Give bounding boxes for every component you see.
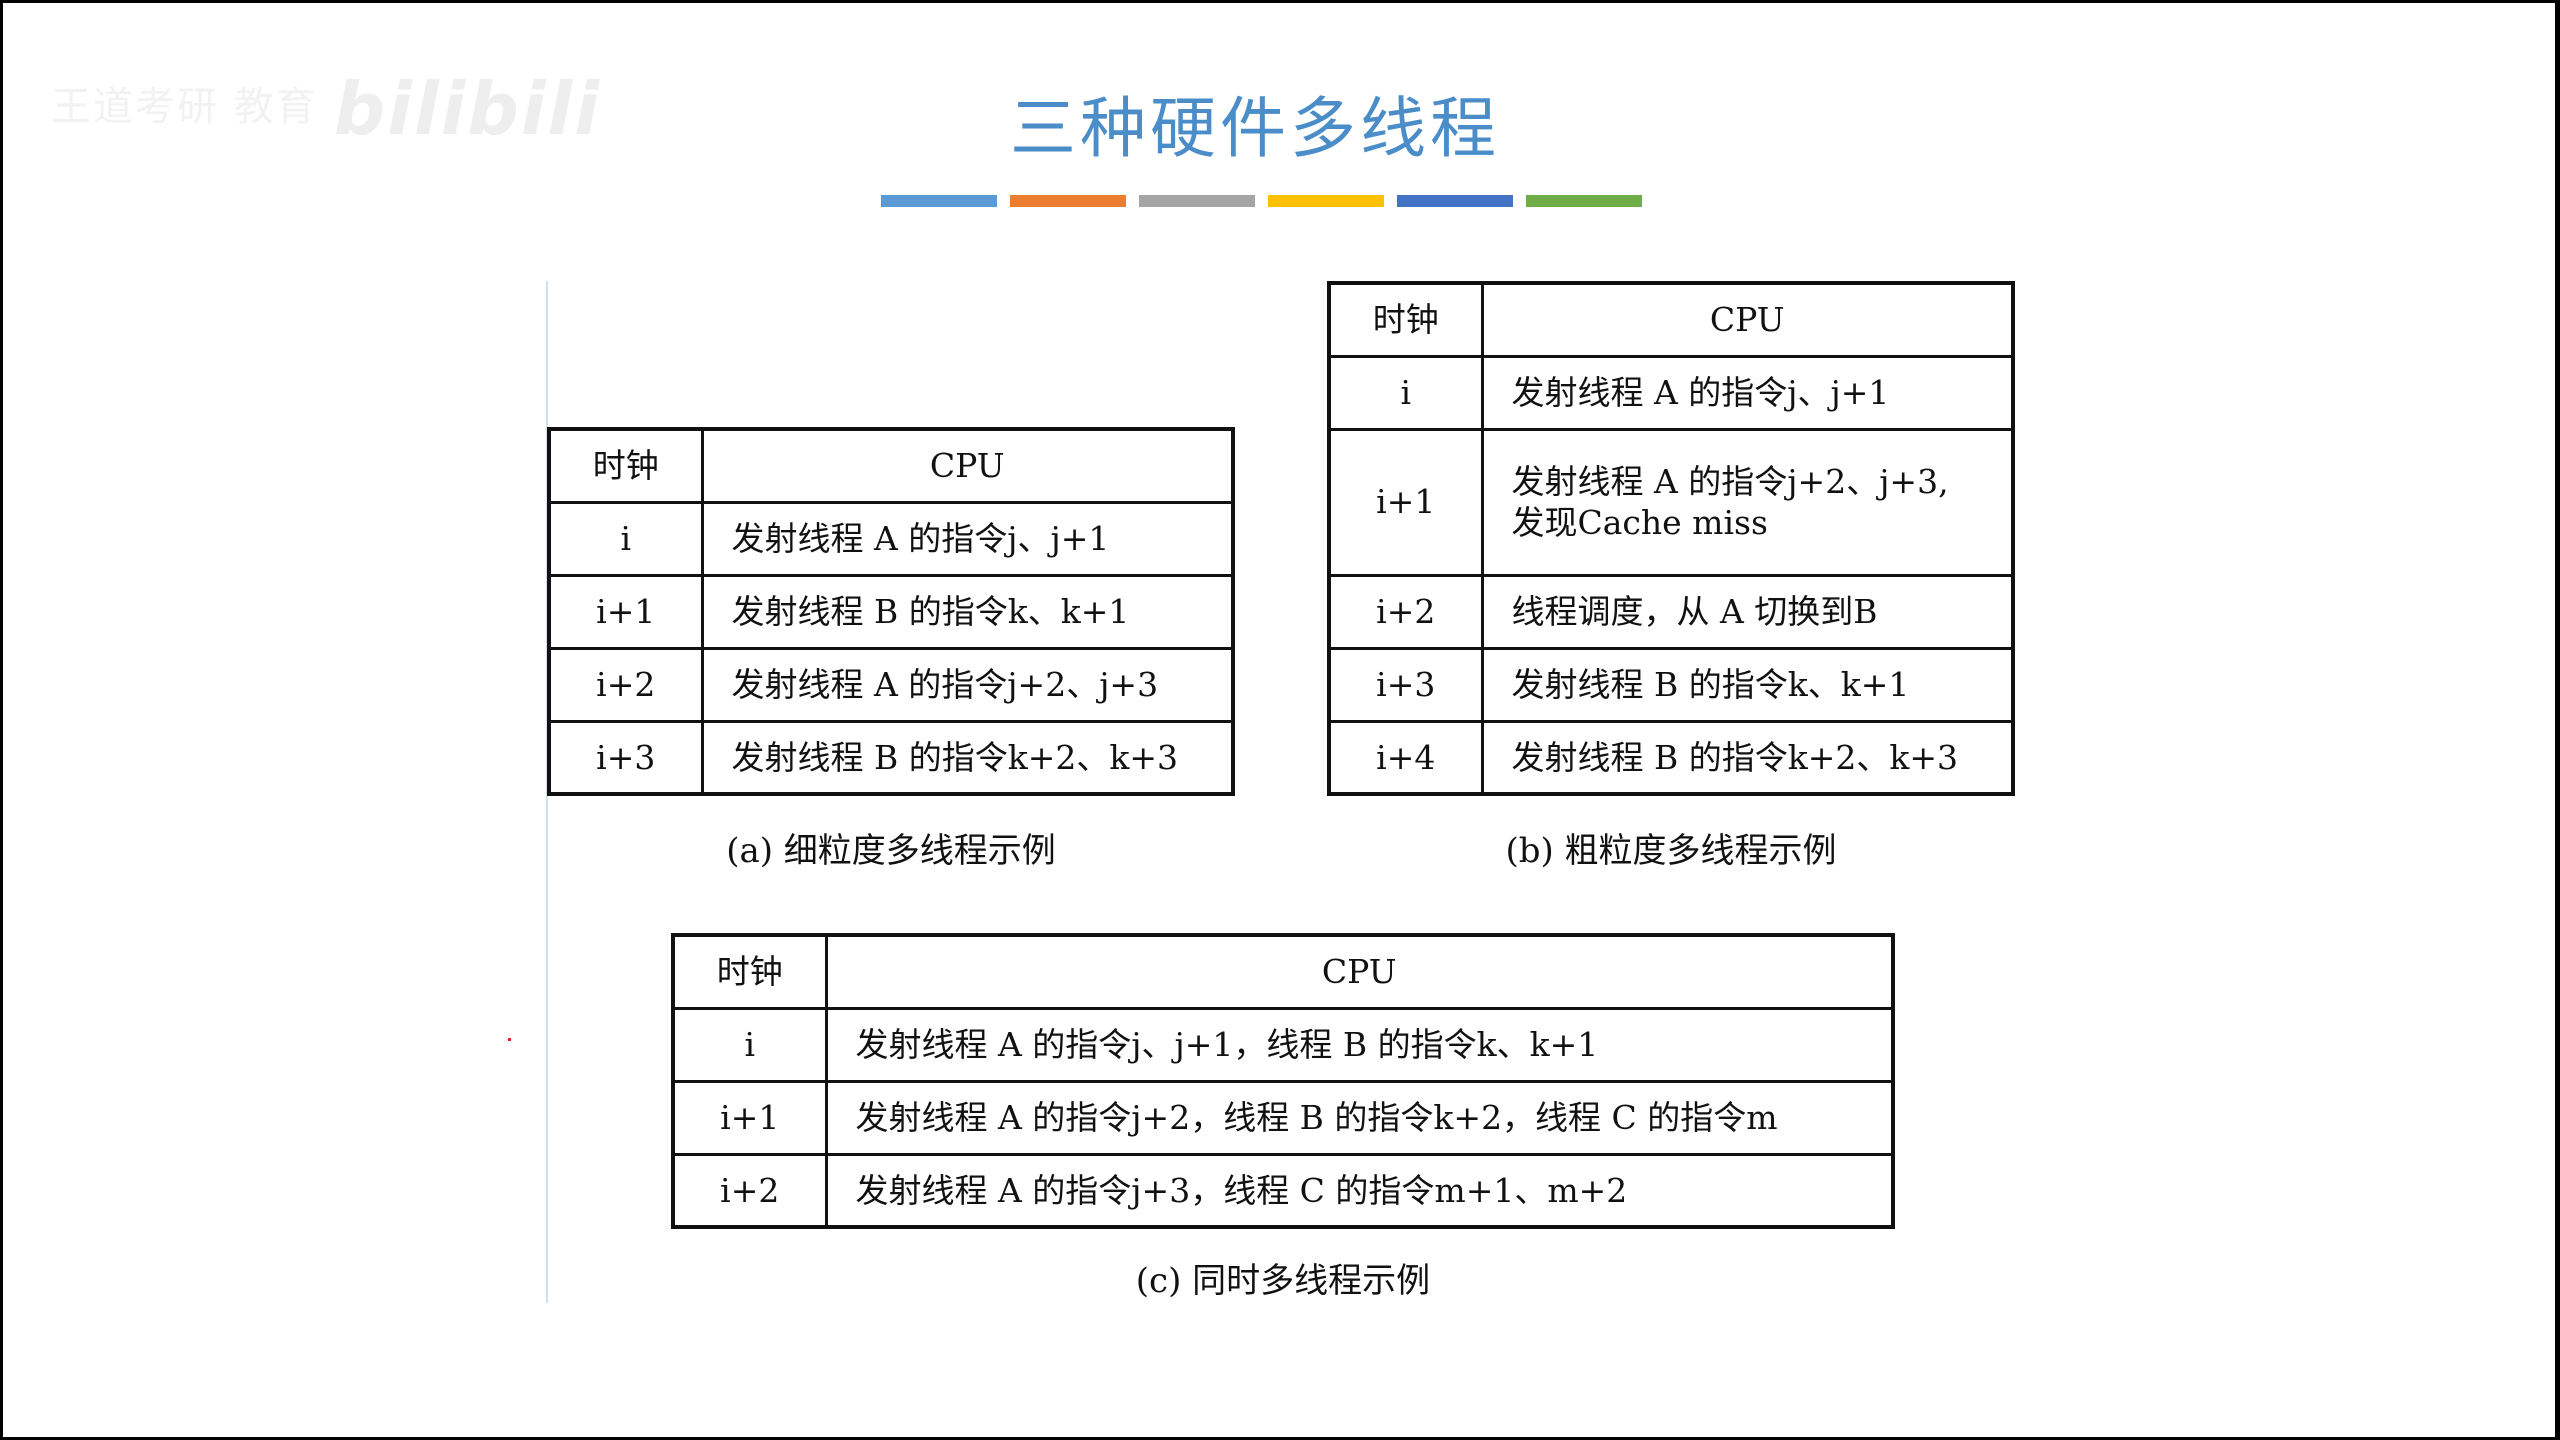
cpu-cell: 发射线程 A 的指令j+2、j+3	[700, 646, 1235, 723]
clock-cell: i	[1327, 354, 1484, 431]
clock-cell: i+4	[1327, 719, 1484, 796]
pointer-dot	[508, 1038, 511, 1041]
table-row: i+1 发射线程 A 的指令j+2，线程 B 的指令k+2，线程 C 的指令m	[671, 1079, 1895, 1156]
clock-cell: i+1	[547, 573, 704, 650]
cpu-cell: 发射线程 B 的指令k+2、k+3	[1480, 719, 2015, 796]
watermark: 王道考研 教育 bilibili	[51, 67, 601, 151]
simultaneous-table: 时钟 CPU i 发射线程 A 的指令j、j+1，线程 B 的指令k、k+1 i…	[671, 933, 1895, 1229]
color-bar-segment-6	[1526, 195, 1642, 207]
slide: 王道考研 教育 bilibili 三种硬件多线程 时钟 CPU i 发射线程 A …	[3, 3, 2555, 1437]
table-row: i 发射线程 A 的指令j、j+1，线程 B 的指令k、k+1	[671, 1006, 1895, 1083]
header-cpu: CPU	[824, 933, 1895, 1010]
cpu-cell-line: 发现Cache miss	[1511, 503, 1768, 542]
cpu-cell: 发射线程 A 的指令j、j+1	[1480, 354, 2015, 431]
table-row: i+1 发射线程 B 的指令k、k+1	[547, 573, 1235, 650]
color-bar-segment-2	[1010, 195, 1126, 207]
simultaneous-caption: (c) 同时多线程示例	[1135, 1261, 1431, 1301]
clock-cell: i	[671, 1006, 828, 1083]
clock-cell: i+1	[1327, 427, 1484, 577]
cpu-cell: 发射线程 A 的指令j+3，线程 C 的指令m+1、m+2	[824, 1152, 1895, 1229]
fine-grained-caption: (a) 细粒度多线程示例	[726, 831, 1056, 871]
cpu-cell: 线程调度，从 A 切换到B	[1480, 573, 2015, 650]
table-row: i+3 发射线程 B 的指令k、k+1	[1327, 646, 2015, 723]
header-cpu: CPU	[700, 427, 1235, 504]
cpu-cell: 发射线程 A 的指令j+2，线程 B 的指令k+2，线程 C 的指令m	[824, 1079, 1895, 1156]
title-color-bar	[881, 195, 1642, 207]
table-row: i+1 发射线程 A 的指令j+2、j+3, 发现Cache miss	[1327, 427, 2015, 577]
clock-cell: i+1	[671, 1079, 828, 1156]
header-cpu: CPU	[1480, 281, 2015, 358]
cpu-cell: 发射线程 A 的指令j、j+1，线程 B 的指令k、k+1	[824, 1006, 1895, 1083]
cpu-cell: 发射线程 A 的指令j、j+1	[700, 500, 1235, 577]
table-row: i+3 发射线程 B 的指令k+2、k+3	[547, 719, 1235, 796]
cpu-cell: 发射线程 B 的指令k+2、k+3	[700, 719, 1235, 796]
color-bar-segment-1	[881, 195, 997, 207]
color-bar-segment-5	[1397, 195, 1513, 207]
clock-cell: i+2	[671, 1152, 828, 1229]
cpu-cell: 发射线程 A 的指令j+2、j+3, 发现Cache miss	[1480, 427, 2015, 577]
table-row: i 发射线程 A 的指令j、j+1	[547, 500, 1235, 577]
cpu-cell-line: 发射线程 A 的指令j+2、j+3,	[1511, 461, 1949, 501]
clock-cell: i+2	[1327, 573, 1484, 650]
header-clock: 时钟	[547, 427, 704, 504]
color-bar-segment-3	[1139, 195, 1255, 207]
clock-cell: i+2	[547, 646, 704, 723]
bilibili-logo: bilibili	[333, 67, 601, 151]
header-clock: 时钟	[1327, 281, 1484, 358]
table-header-row: 时钟 CPU	[671, 933, 1895, 1010]
table-header-row: 时钟 CPU	[547, 427, 1235, 504]
watermark-text: 王道考研 教育	[51, 84, 318, 130]
clock-cell: i+3	[1327, 646, 1484, 723]
table-header-row: 时钟 CPU	[1327, 281, 2015, 358]
table-row: i+4 发射线程 B 的指令k+2、k+3	[1327, 719, 2015, 796]
header-clock: 时钟	[671, 933, 828, 1010]
table-row: i+2 线程调度，从 A 切换到B	[1327, 573, 2015, 650]
coarse-grained-caption: (b) 粗粒度多线程示例	[1505, 831, 1837, 871]
cpu-cell: 发射线程 B 的指令k、k+1	[1480, 646, 2015, 723]
table-row: i+2 发射线程 A 的指令j+3，线程 C 的指令m+1、m+2	[671, 1152, 1895, 1229]
table-row: i+2 发射线程 A 的指令j+2、j+3	[547, 646, 1235, 723]
table-row: i 发射线程 A 的指令j、j+1	[1327, 354, 2015, 431]
color-bar-segment-4	[1268, 195, 1384, 207]
cpu-cell: 发射线程 B 的指令k、k+1	[700, 573, 1235, 650]
fine-grained-table: 时钟 CPU i 发射线程 A 的指令j、j+1 i+1 发射线程 B 的指令k…	[547, 427, 1235, 796]
clock-cell: i	[547, 500, 704, 577]
coarse-grained-table: 时钟 CPU i 发射线程 A 的指令j、j+1 i+1 发射线程 A 的指令j…	[1327, 281, 2015, 796]
slide-title: 三种硬件多线程	[1010, 90, 1500, 167]
clock-cell: i+3	[547, 719, 704, 796]
